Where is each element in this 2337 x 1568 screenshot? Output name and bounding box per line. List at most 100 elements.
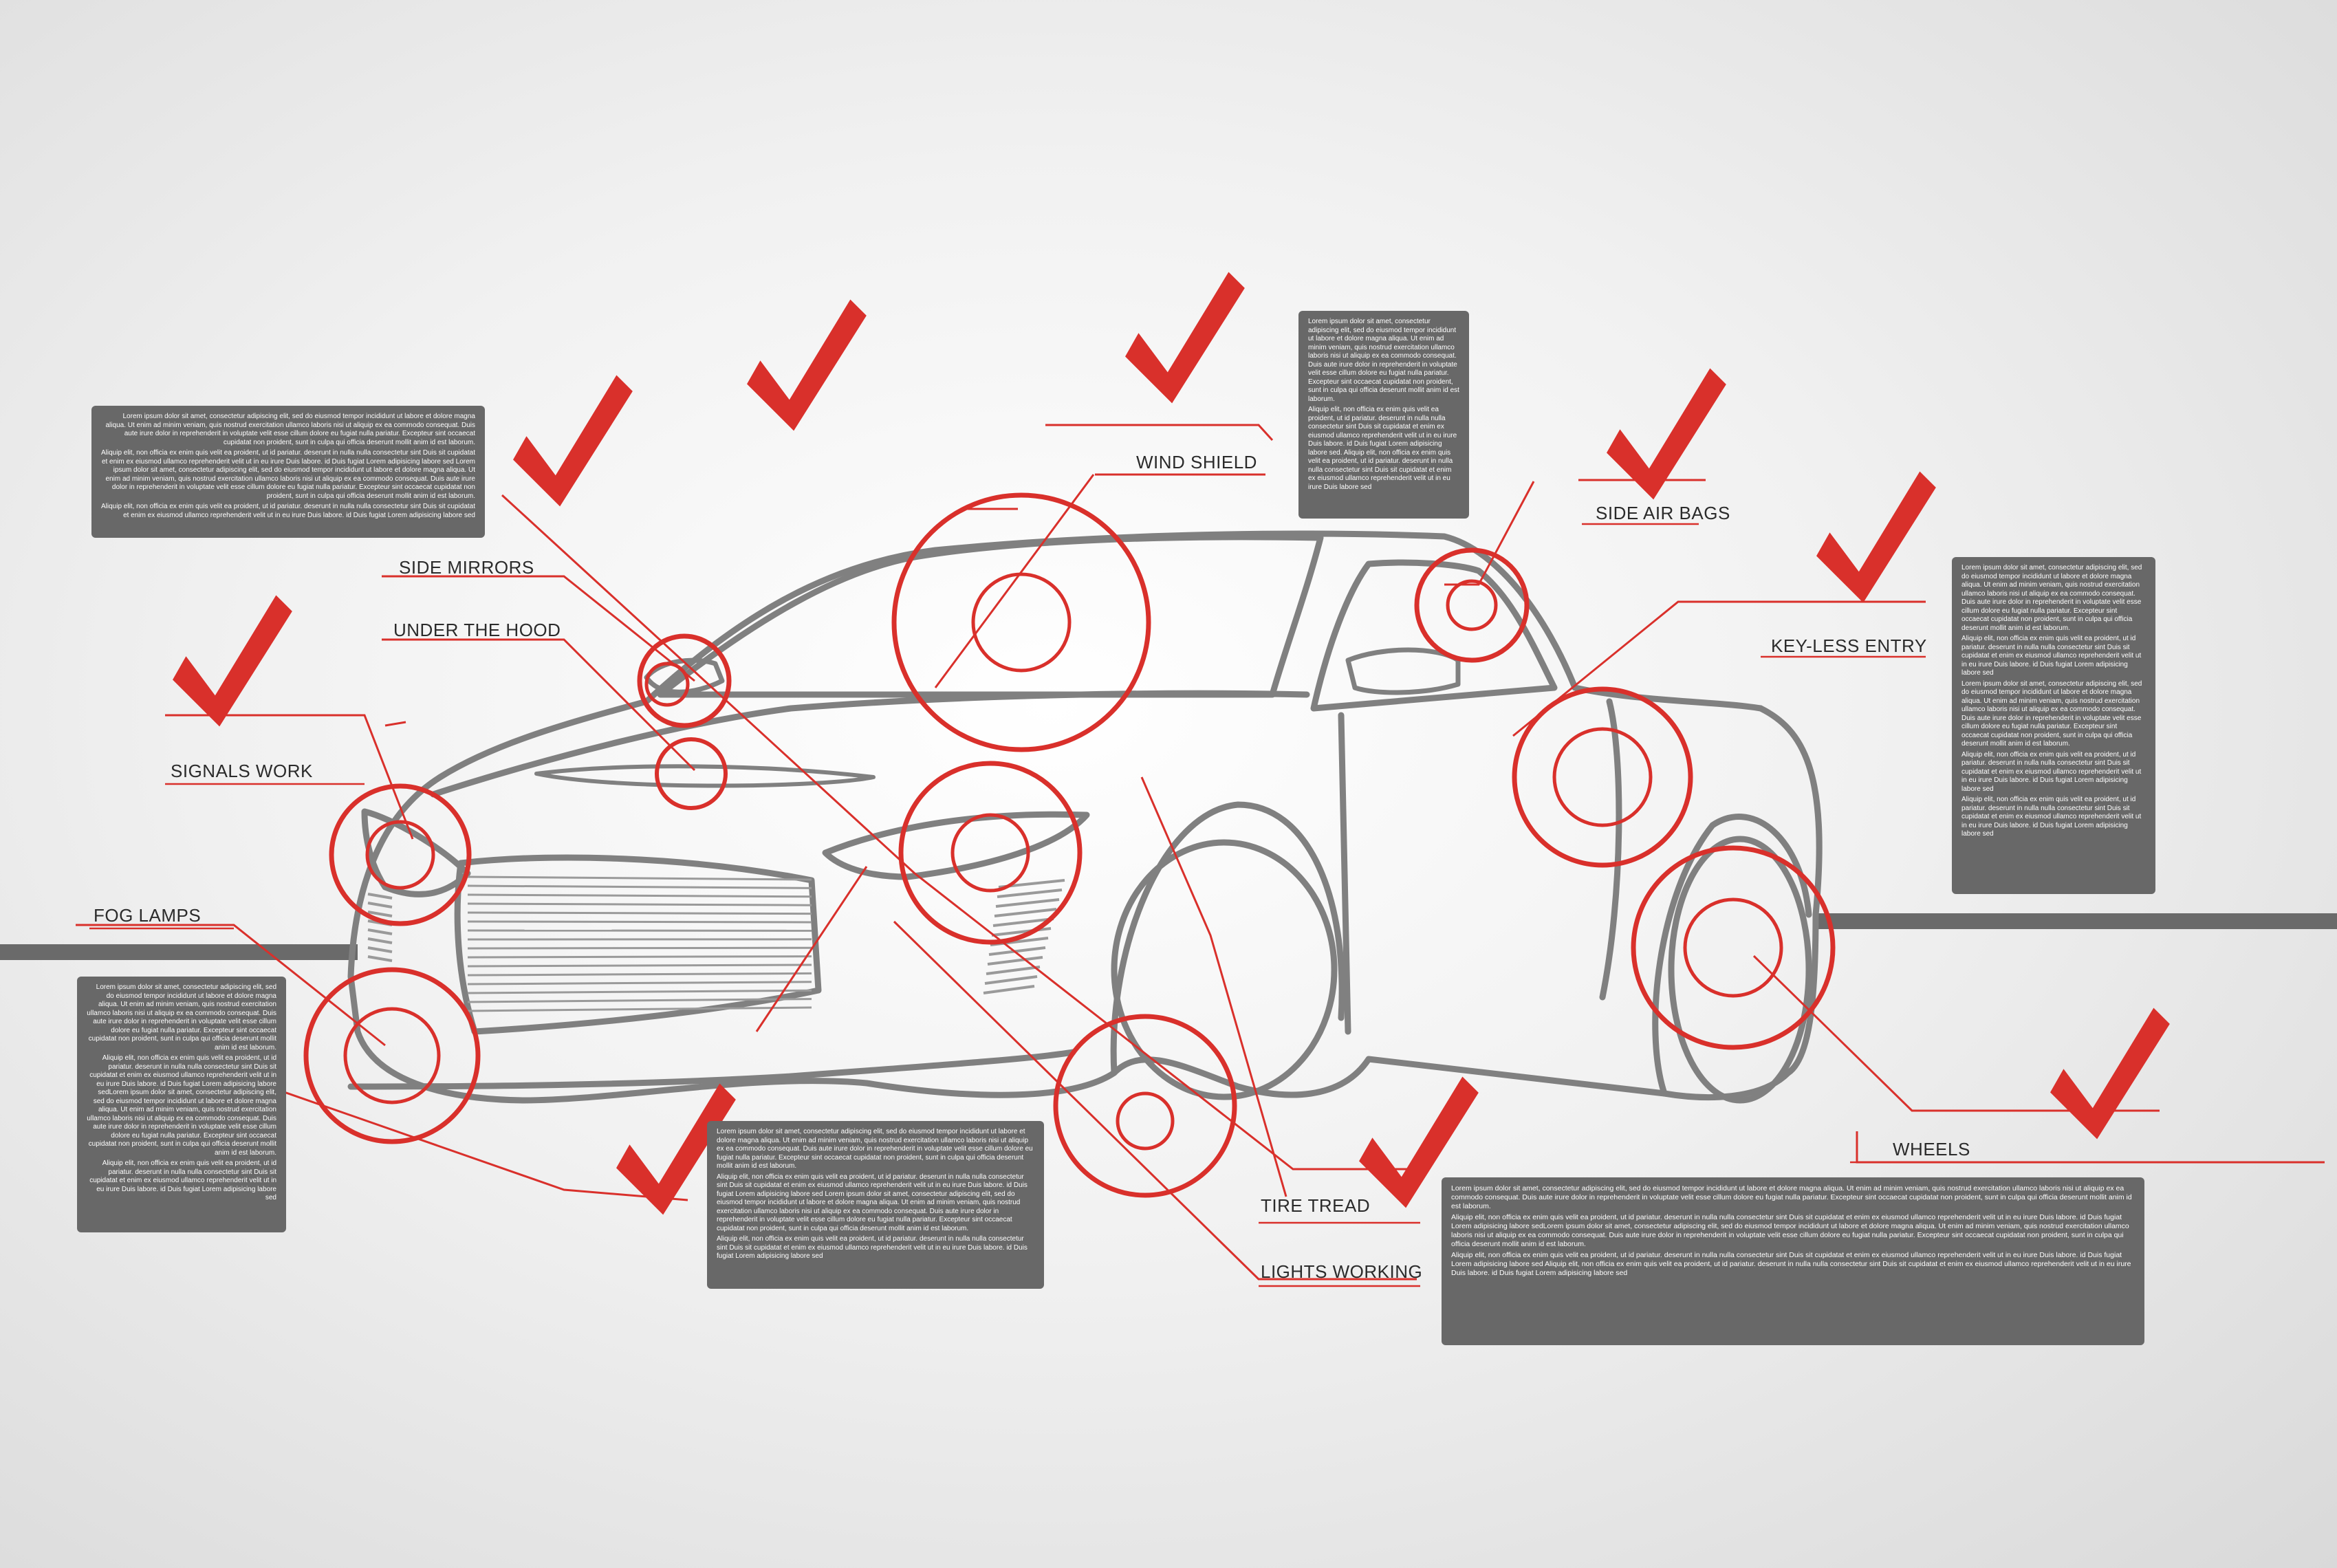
vent-slat [994,908,1057,917]
vent-slat [987,956,1043,966]
check-icon [1806,469,1950,609]
label-under-the-hood: UNDER THE HOOD [393,620,561,640]
circle-side-mirror [637,633,732,728]
textbox-top-center: Lorem ipsum dolor sit amet, consectetur … [1298,311,1469,519]
label-underlines [89,473,2325,1287]
rear-wheel-arch [1652,814,1812,1097]
vent-slat [367,911,393,917]
label-side-mirrors: SIDE MIRRORS [399,557,534,578]
vent-slat [988,946,1046,956]
circle-airbag-inner [1446,579,1498,631]
check-icon [2040,1005,2184,1145]
grille-slat [467,981,812,986]
textbox-paragraph: Aliquip elit, non officia ex enim quis v… [1451,1251,2131,1277]
rear-wheel [1668,836,1812,1104]
textbox-paragraph: Aliquip elit, non officia ex enim quis v… [1451,1213,2129,1248]
circle-tire-inner [1116,1091,1175,1151]
vent-slat [991,927,1052,937]
headlight-right [822,811,1090,880]
textbox-paragraph: Lorem ipsum dolor sit amet, consectetur … [1451,1184,2132,1210]
textbox-paragraph: Aliquip elit, non officia ex enim quis v… [717,1173,1028,1232]
textbox-paragraph: Lorem ipsum dolor sit amet, consectetur … [87,983,276,1052]
textbox-paragraph: Aliquip elit, non officia ex enim quis v… [1961,635,2142,677]
textbox-top-left: Lorem ipsum dolor sit amet, consectetur … [91,406,485,538]
vent-slat [984,975,1038,985]
circle-tire-outer [1053,1014,1237,1198]
textbox-paragraph: Lorem ipsum dolor sit amet, consectetur … [717,1128,1033,1170]
hood-intake [534,764,876,788]
label-tire-tread: TIRE TREAD [1261,1195,1370,1216]
grille-slat [467,911,812,915]
textbox-paragraph: Lorem ipsum dolor sit amet, consectetur … [1308,318,1459,403]
textbox-paragraph: Aliquip elit, non officia ex enim quis v… [1308,406,1457,491]
circle-headlight-inner [950,813,1030,893]
grille-slat [467,875,812,881]
door-line [1338,698,1622,1035]
label-fog-lamps: FOG LAMPS [94,905,201,926]
vent-slat [983,985,1035,994]
circle-keyless-inner [1552,727,1653,827]
check-icon [162,593,307,732]
grille-slat [467,893,812,898]
check-icon [1596,366,1741,505]
label-wheels: WHEELS [1893,1139,1970,1159]
textbox-right: Lorem ipsum dolor sit amet, consectetur … [1952,557,2155,894]
vent-slat [367,928,393,935]
callout-labels: WIND SHIELD SIDE MIRRORS UNDER THE HOOD … [94,452,1970,1282]
vent-slat [986,966,1041,975]
grille-slat [467,902,812,906]
label-lights-working: LIGHTS WORKING [1261,1261,1422,1282]
label-key-less-entry: KEY-LESS ENTRY [1771,635,1927,656]
vent-slat [367,937,393,944]
grille-outline [454,854,822,1035]
car-body [347,530,1823,1104]
vent-slat [995,898,1060,908]
grille-slats [467,875,812,1012]
side-window [1310,559,1558,712]
circle-side-mirror-inner [644,662,690,707]
check-icon [1115,270,1259,409]
car-outline [347,530,1823,1104]
circle-keyless-outer [1512,686,1693,868]
ground-bar [0,913,2337,960]
textbox-paragraph: Aliquip elit, non officia ex enim quis v… [1961,750,2142,793]
circle-windshield-outer [891,492,1151,752]
label-side-air-bags: SIDE AIR BAGS [1596,503,1730,523]
grille-slat [467,972,812,977]
vent-slat [367,902,393,908]
textbox-bottom-center: Lorem ipsum dolor sit amet, consectetur … [707,1121,1044,1289]
grille-slat [467,963,812,968]
vent-slat [997,889,1063,898]
circle-headlight-outer [898,761,1083,945]
circle-fog-outer [303,967,481,1144]
textbox-paragraph: Lorem ipsum dolor sit amet, consectetur … [1961,679,2142,748]
grille-slat [467,989,812,994]
textbox-paragraph: Aliquip elit, non officia ex enim quis v… [1961,796,2142,838]
circle-signals-outer [329,783,472,926]
label-wind-shield: WIND SHIELD [1136,452,1257,472]
textbox-paragraph: Aliquip elit, non officia ex enim quis v… [87,1054,276,1157]
circle-signals-inner [365,820,435,890]
front-wheel-arch [1110,801,1345,1076]
vent-slat [367,946,393,953]
circle-airbag-outer [1414,547,1530,663]
textbox-paragraph: Aliquip elit, non officia ex enim quis v… [101,449,476,500]
textbox-paragraph: Aliquip elit, non officia ex enim quis v… [89,1159,276,1201]
label-signals-work: SIGNALS WORK [171,761,313,781]
circle-wheels-inner [1683,897,1783,998]
vent-slats-left [367,893,393,962]
circle-wheels-outer [1631,845,1836,1050]
circle-fog-inner [343,1007,441,1104]
circle-under-hood [655,737,728,810]
textbox-paragraph: Aliquip elit, non officia ex enim quis v… [101,503,476,519]
vent-slat [992,917,1054,927]
check-icon [737,297,881,437]
front-bumper [347,1049,1076,1090]
front-wheel [1111,839,1338,1100]
inspection-circles [303,492,1836,1198]
side-mirror-right [1345,647,1461,695]
textbox-paragraph: Lorem ipsum dolor sit amet, consectetur … [105,413,476,446]
grille-slat [467,884,812,889]
check-icon [503,373,647,512]
